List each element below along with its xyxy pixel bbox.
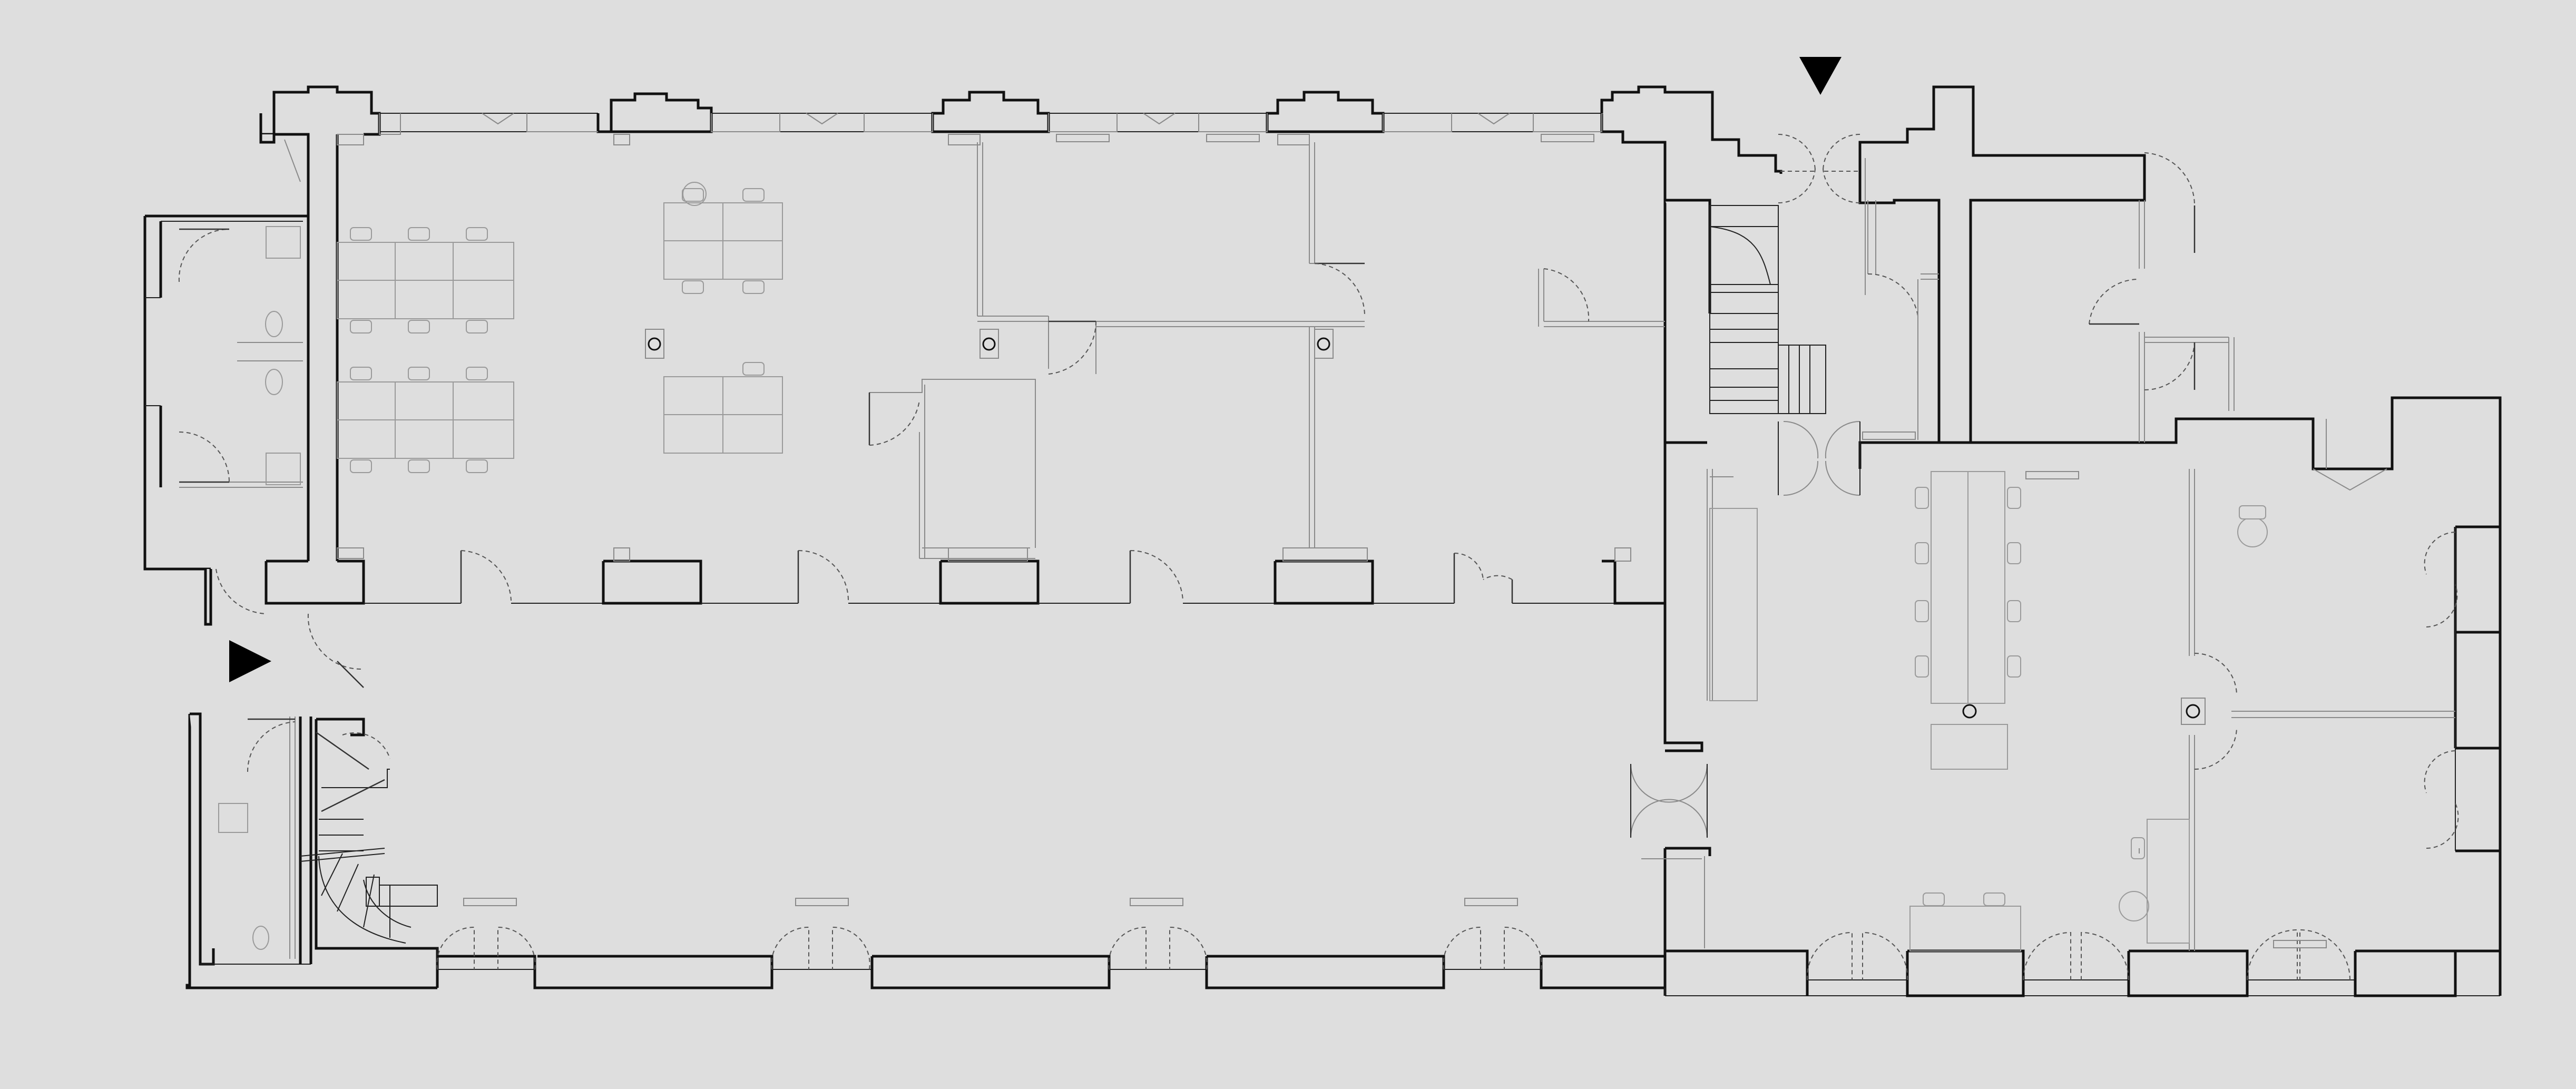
- door: [1543, 268, 1590, 322]
- column-icon: [2181, 698, 2206, 725]
- long-table: [1915, 471, 2021, 770]
- door: [460, 550, 512, 603]
- door: [1048, 320, 1097, 375]
- door: [2313, 468, 2387, 491]
- door: [1314, 262, 1366, 317]
- double-door: [2023, 931, 2129, 980]
- window-marks: [337, 134, 1631, 562]
- double-door: [1778, 420, 1860, 496]
- door: [178, 228, 230, 282]
- door: [2424, 532, 2459, 849]
- column-icon: [980, 329, 999, 359]
- door: [2144, 342, 2196, 391]
- columns: [645, 329, 2206, 725]
- desk-cluster: [337, 227, 514, 333]
- side-table: [1909, 892, 2021, 951]
- column-icon: [1314, 329, 1334, 359]
- door: [1867, 273, 1918, 317]
- plan-details: [284, 139, 2327, 948]
- stairs-south: [300, 769, 438, 944]
- door: [868, 393, 920, 446]
- door: [316, 731, 390, 812]
- door: [216, 568, 267, 614]
- double-door: [1630, 763, 1708, 838]
- double-door: [436, 926, 536, 970]
- south-walls: [185, 712, 2500, 997]
- door: [2194, 653, 2237, 770]
- entrance-arrow-icon: [229, 640, 271, 682]
- desk-cluster: [663, 182, 783, 294]
- column-icon: [1962, 704, 1977, 719]
- double-door: [2247, 929, 2350, 980]
- door: [797, 550, 849, 603]
- stairs-central: [1709, 205, 1826, 414]
- central-core-walls: [1600, 85, 2502, 996]
- double-door: [1806, 931, 1908, 980]
- double-door: [1443, 926, 1542, 970]
- doors: [178, 134, 2459, 980]
- desk-cluster: [663, 362, 783, 454]
- door: [1453, 552, 1513, 603]
- door: [2144, 152, 2196, 253]
- door: [247, 718, 296, 772]
- double-door: [1108, 926, 1208, 970]
- door: [307, 613, 364, 688]
- storage-unit: [1709, 508, 1758, 701]
- exterior-walls: [143, 85, 1615, 626]
- interior-partitions: [161, 142, 2455, 959]
- door: [179, 431, 230, 483]
- windows: [379, 113, 2327, 948]
- toilet-fixtures: [218, 226, 301, 950]
- double-door: [1778, 134, 1860, 204]
- entrance-arrow-icon: [1799, 57, 1842, 95]
- double-door: [771, 926, 870, 970]
- desk-cluster: [337, 367, 514, 473]
- column-icon: [645, 329, 664, 359]
- door: [2089, 278, 2140, 325]
- workstation: [2119, 505, 2268, 944]
- door: [1129, 550, 1183, 603]
